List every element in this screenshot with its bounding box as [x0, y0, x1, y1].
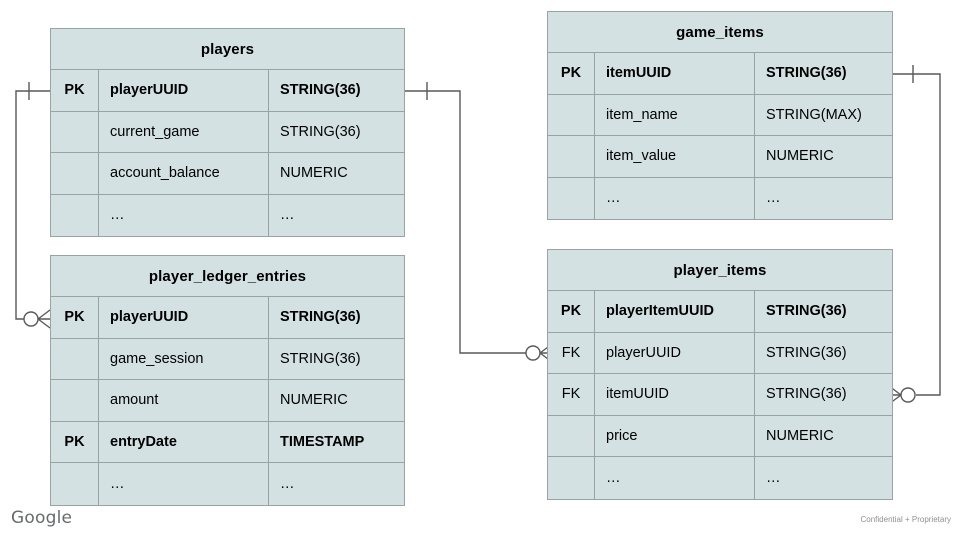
key-badge: FK [548, 374, 595, 415]
entity-players[interactable]: players PK playerUUID STRING(36) current… [50, 28, 405, 237]
field-name: itemUUID [595, 374, 755, 415]
field-type: NUMERIC [280, 392, 348, 409]
field-name: price [595, 415, 755, 456]
field-name: itemUUID [595, 53, 755, 94]
key-badge [548, 457, 595, 499]
field-name: … [595, 177, 755, 219]
connector-line-right [893, 73, 941, 396]
relationship-players-to-player-items [405, 82, 553, 363]
entity-row-players-account_balance[interactable]: account_balance NUMERIC [51, 153, 404, 195]
field-type: … [280, 207, 295, 224]
field-type: NUMERIC [280, 165, 348, 182]
key-badge [51, 463, 99, 505]
entity-row-player-items-playerUUID[interactable]: FK playerUUID STRING(36) [548, 332, 892, 374]
field-type: STRING(36) [766, 65, 847, 82]
field-type: STRING(36) [766, 344, 847, 361]
key-badge: PK [51, 421, 99, 462]
field-name: amount [99, 380, 269, 421]
key-badge [548, 94, 595, 135]
google-logo: Google [11, 508, 73, 528]
field-name: playerUUID [99, 70, 269, 111]
entity-row-ledger-ellipsis[interactable]: … … [51, 463, 404, 505]
field-name: playerItemUUID [595, 291, 755, 332]
field-type: STRING(36) [280, 309, 361, 326]
field-type: STRING(36) [766, 386, 847, 403]
entity-row-players-playerUUID[interactable]: PK playerUUID STRING(36) [51, 70, 404, 112]
key-badge [51, 153, 99, 194]
key-badge: PK [548, 53, 595, 94]
entity-row-ledger-game_session[interactable]: game_session STRING(36) [51, 338, 404, 380]
entity-row-game-items-ellipsis[interactable]: … … [548, 177, 892, 219]
entity-row-ledger-entryDate[interactable]: PK entryDate TIMESTAMP [51, 421, 404, 463]
field-type: NUMERIC [766, 148, 834, 165]
entity-game-items[interactable]: game_items PK itemUUID STRING(36) item_n… [547, 11, 893, 220]
field-name: current_game [99, 111, 269, 152]
entity-title-game-items: game_items [548, 12, 892, 53]
relationship-players-to-ledger [15, 82, 51, 329]
entity-row-players-ellipsis[interactable]: … … [51, 194, 404, 236]
entity-player-ledger-entries[interactable]: player_ledger_entries PK playerUUID STRI… [50, 255, 405, 506]
key-badge [51, 111, 99, 152]
field-name: item_name [595, 94, 755, 135]
field-name: game_session [99, 338, 269, 379]
field-type: STRING(36) [766, 303, 847, 320]
entity-row-game-items-item_value[interactable]: item_value NUMERIC [548, 136, 892, 178]
key-badge [51, 338, 99, 379]
field-name: … [99, 463, 269, 505]
entity-row-ledger-playerUUID[interactable]: PK playerUUID STRING(36) [51, 297, 404, 339]
field-name: playerUUID [595, 332, 755, 373]
field-type: … [280, 475, 295, 492]
field-type: STRING(MAX) [766, 106, 862, 123]
field-type: STRING(36) [280, 350, 361, 367]
entity-row-player-items-itemUUID[interactable]: FK itemUUID STRING(36) [548, 374, 892, 416]
cardinality-zero-circle-right [900, 387, 916, 403]
connector-line-left [15, 90, 50, 320]
field-type: NUMERIC [766, 427, 834, 444]
field-type: STRING(36) [280, 82, 361, 99]
key-badge: FK [548, 332, 595, 373]
entity-title-player-items: player_items [548, 250, 892, 291]
key-badge: PK [51, 297, 99, 338]
entity-title-player-ledger-entries: player_ledger_entries [51, 256, 404, 297]
crowsfoot-left [37, 309, 51, 329]
entity-row-player-items-ellipsis[interactable]: … … [548, 457, 892, 499]
entity-row-ledger-amount[interactable]: amount NUMERIC [51, 380, 404, 422]
entity-row-player-items-price[interactable]: price NUMERIC [548, 415, 892, 457]
field-name: … [595, 457, 755, 499]
entity-row-game-items-item_name[interactable]: item_name STRING(MAX) [548, 94, 892, 136]
key-badge [548, 136, 595, 177]
field-type: TIMESTAMP [280, 433, 365, 450]
key-badge: PK [51, 70, 99, 111]
field-type: STRING(36) [280, 123, 361, 140]
connector-line-center [405, 90, 532, 354]
key-badge [51, 380, 99, 421]
relationship-game-items-to-player-items [888, 65, 941, 405]
entity-title-players: players [51, 29, 404, 70]
key-badge: PK [548, 291, 595, 332]
key-badge [548, 415, 595, 456]
entity-row-player-items-playerItemUUID[interactable]: PK playerItemUUID STRING(36) [548, 291, 892, 333]
entity-player-items[interactable]: player_items PK playerItemUUID STRING(36… [547, 249, 893, 500]
cardinality-zero-circle-center [525, 345, 541, 361]
field-name: account_balance [99, 153, 269, 194]
field-name: item_value [595, 136, 755, 177]
field-name: … [99, 194, 269, 236]
entity-row-game-items-itemUUID[interactable]: PK itemUUID STRING(36) [548, 53, 892, 95]
field-type: … [766, 469, 781, 486]
confidential-notice: Confidential + Proprietary [860, 515, 952, 524]
key-badge [548, 177, 595, 219]
field-name: entryDate [99, 421, 269, 462]
entity-row-players-current_game[interactable]: current_game STRING(36) [51, 111, 404, 153]
field-name: playerUUID [99, 297, 269, 338]
key-badge [51, 194, 99, 236]
field-type: … [766, 190, 781, 207]
cardinality-zero-circle-left [23, 311, 39, 327]
